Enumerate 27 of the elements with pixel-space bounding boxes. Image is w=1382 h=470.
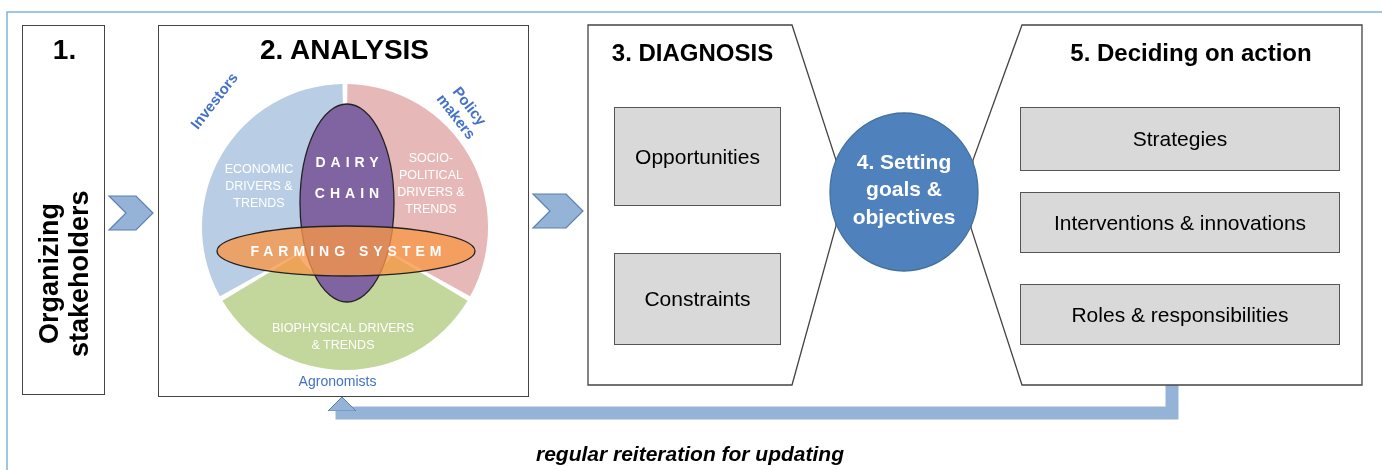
box-label: Interventions & innovations (1053, 210, 1307, 235)
ellipse-label: DAIRY CHAIN (313, 153, 386, 203)
category-box (614, 253, 781, 345)
circle-label: 4. Setting goals & objectives (851, 149, 957, 230)
category-box (1020, 107, 1340, 171)
box-label: Constraints (644, 287, 751, 311)
chevron-arrow (531, 193, 584, 229)
box-label: Strategies (1132, 127, 1228, 151)
box-label: Opportunities (635, 144, 760, 169)
step-heading: 5. Deciding on action (1069, 39, 1313, 67)
step-heading: 1. (51, 34, 78, 66)
ellipse-label: FARMING SYSTEM (249, 242, 448, 261)
category-box (1020, 284, 1340, 345)
step-panel (158, 25, 529, 397)
sector-label: BIOPHYSICAL DRIVERS & TRENDS (271, 320, 415, 354)
sector-label: SOCIO-POLITICAL DRIVERS & TRENDS (396, 150, 466, 218)
chevron-arrow (107, 195, 154, 231)
category-box (1020, 192, 1340, 253)
category-box (614, 107, 781, 206)
step-panel (22, 25, 105, 395)
box-label: Roles & responsibilities (1071, 302, 1289, 327)
step-title: Organizing stakeholders (34, 189, 96, 359)
sector-label: ECONOMIC DRIVERS & TRENDS (223, 161, 295, 212)
step-heading: 3. DIAGNOSIS (610, 39, 775, 67)
stakeholder-label: Agronomists (297, 373, 378, 389)
step-heading: 2. ANALYSIS (258, 34, 431, 66)
feedback-arrow (327, 385, 1179, 420)
